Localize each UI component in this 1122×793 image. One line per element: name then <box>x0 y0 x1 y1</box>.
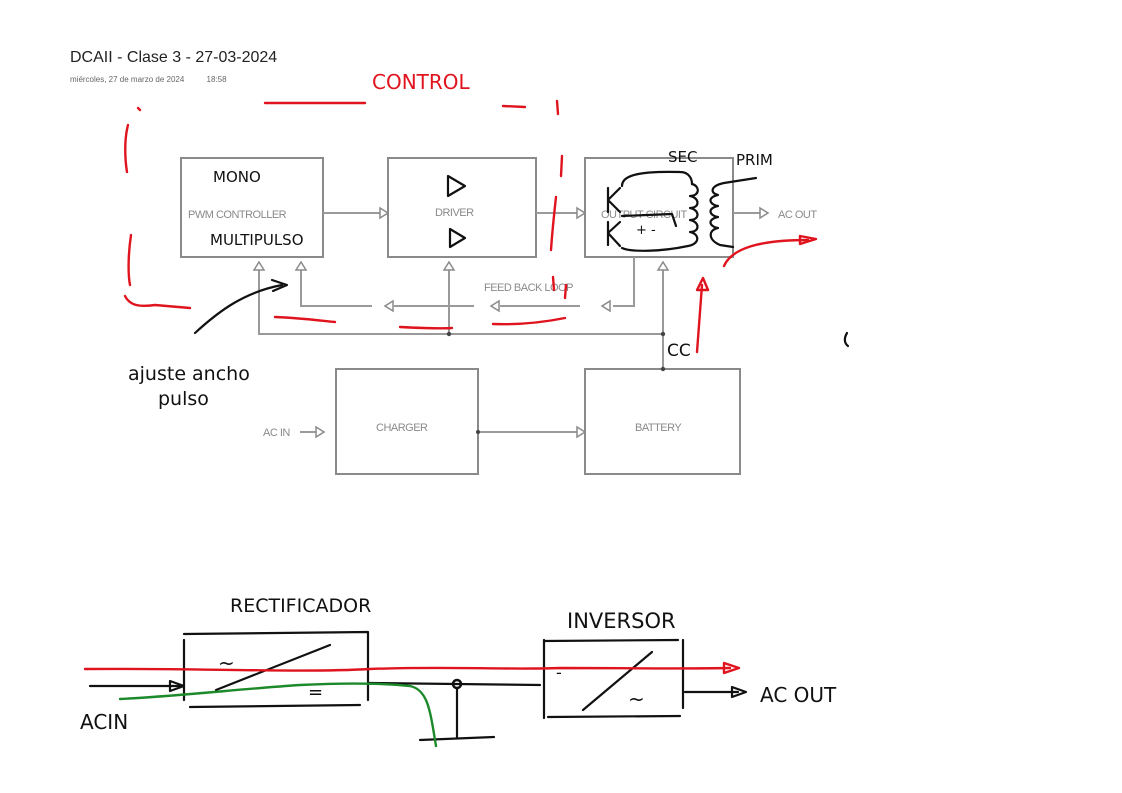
junction-dot <box>446 331 452 337</box>
arrow-icon <box>383 299 394 313</box>
feedback-wire-1 <box>613 257 635 307</box>
ajuste-annotation-line2: pulso <box>158 388 209 410</box>
ac-out-hand-label: AC OUT <box>760 683 837 707</box>
red-power-path <box>83 666 732 672</box>
transformer-sketch: + - <box>606 170 758 252</box>
arrow-icon <box>315 425 326 439</box>
inverter-ac-symbol: ~ <box>628 687 645 711</box>
control-boundary: CONTROL <box>123 70 568 330</box>
arrow-icon <box>442 260 456 271</box>
battery-block <box>584 368 741 475</box>
pwm-controller-label: PWM CONTROLLER <box>188 209 287 221</box>
inverter-box <box>542 638 685 720</box>
arrow-icon <box>576 206 587 220</box>
junction-dot <box>660 331 666 337</box>
inverter-diagonal <box>581 650 654 712</box>
charger-block <box>335 368 479 475</box>
arrow-head-icon <box>695 276 710 292</box>
battery-bus-wire <box>258 270 664 369</box>
junction-dot <box>476 430 480 434</box>
feedback-loop-label: FEED BACK LOOP <box>484 282 573 294</box>
plus-minus-annotation: + - <box>636 223 656 238</box>
arrow-head-icon <box>722 661 741 675</box>
junction-dot <box>660 366 666 372</box>
cc-annotation: CC <box>667 341 691 361</box>
feedback-wire-4 <box>300 270 372 307</box>
page-date: miércoles, 27 de marzo de 2024 <box>70 75 185 84</box>
ac-out-arrow <box>722 238 810 268</box>
driver-label: DRIVER <box>435 207 474 219</box>
page-meta: miércoles, 27 de marzo de 2024 18:58 <box>70 75 227 84</box>
arrow-icon <box>379 206 390 220</box>
rectifier-diagonal <box>214 643 332 692</box>
page-title: DCAII - Clase 3 - 27-03-2024 <box>70 49 278 66</box>
ac-in-label: AC IN <box>263 427 290 439</box>
cc-up-arrow <box>695 283 704 354</box>
sec-annotation: SEC <box>668 148 697 166</box>
bottom-sketch: RECTIFICADOR INVERSOR ~ = ACIN - ~ AC OU… <box>80 595 837 748</box>
arrow-icon <box>252 260 266 271</box>
arrow-head-icon <box>270 278 289 293</box>
mono-annotation: MONO <box>213 168 261 186</box>
rectifier-ac-symbol: ~ <box>218 651 235 675</box>
acin-label: ACIN <box>80 710 128 734</box>
arrow-head-icon <box>798 234 818 246</box>
charger-label: CHARGER <box>376 422 428 434</box>
arrow-icon <box>600 299 611 313</box>
stray-mark <box>843 331 850 348</box>
ajuste-arrow <box>193 283 284 335</box>
top-handwriting: MONO MULTIPULSO SEC PRIM + - ajuste anch… <box>128 148 850 410</box>
ajuste-annotation-line1: ajuste ancho <box>128 363 250 385</box>
arrow-head-icon <box>168 679 186 693</box>
multipulso-annotation: MULTIPULSO <box>210 231 304 249</box>
arrow-icon <box>759 206 770 220</box>
control-annotation: CONTROL <box>372 70 471 94</box>
pwm-controller-block <box>180 157 324 258</box>
buffer-triangle-icon <box>448 227 467 249</box>
arrow-head-icon <box>730 685 748 699</box>
inverter-dc-symbol: - <box>556 663 562 682</box>
ground-line <box>418 735 496 742</box>
output-circuit-block <box>584 157 734 258</box>
red-energy-arrows <box>695 234 818 354</box>
buffer-triangle-icon <box>446 174 467 198</box>
inversor-label: INVERSOR <box>567 609 676 633</box>
arrow-icon <box>576 425 587 439</box>
battery-label: BATTERY <box>635 422 682 434</box>
prim-annotation: PRIM <box>736 151 773 169</box>
arrow-icon <box>656 260 670 271</box>
green-charge-path <box>118 682 438 748</box>
rectifier-dc-symbol: = <box>308 682 323 703</box>
ac-out-label: AC OUT <box>778 209 817 221</box>
rectificador-label: RECTIFICADOR <box>230 595 371 617</box>
arrow-icon <box>294 260 308 271</box>
arrow-icon <box>489 299 500 313</box>
page-time: 18:58 <box>206 75 227 84</box>
